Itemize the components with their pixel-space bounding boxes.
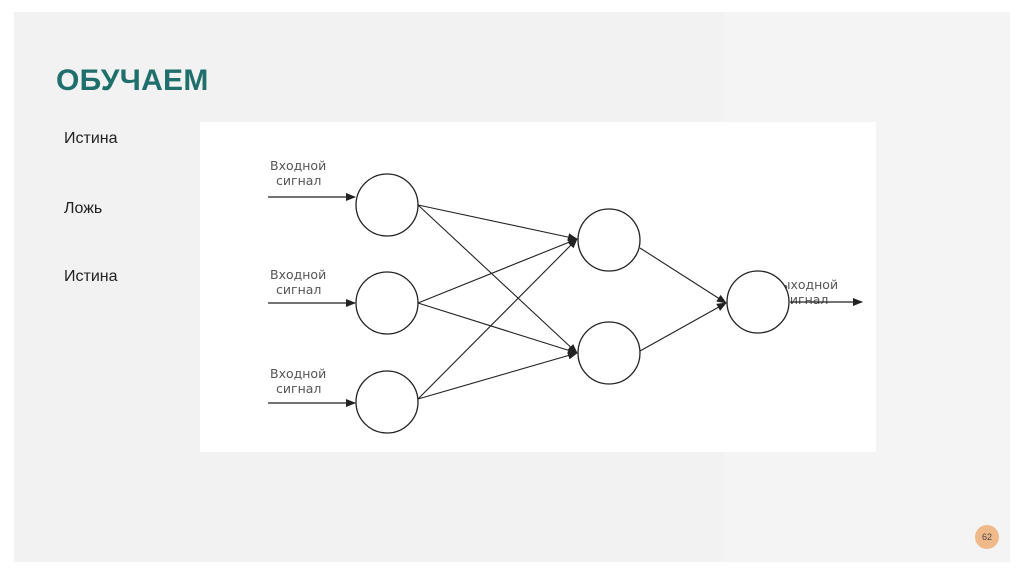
- edge-i1-h1: [417, 204, 578, 242]
- input-node-2: [355, 271, 419, 335]
- input-label-3-line2: сигнал: [276, 381, 321, 396]
- input-label-3-line1: Входной: [270, 366, 326, 381]
- output-label-line1: Выходной: [772, 277, 838, 292]
- slide-title: ОБУЧАЕМ: [56, 64, 209, 97]
- output-node: [726, 270, 790, 334]
- edge-i2-h2: [417, 302, 578, 355]
- bullet-2: Ложь: [64, 200, 103, 217]
- edge-i3-h2: [417, 351, 578, 400]
- slide: ОБУЧАЕМ Истина Ложь Истина Входной сигна…: [14, 12, 1010, 562]
- page-number-badge: 62: [975, 525, 999, 549]
- input-node-1: [355, 173, 419, 237]
- bullet-1: Истина: [64, 130, 118, 147]
- output-label-line2: сигнал: [783, 292, 828, 307]
- edge-i1-h2: [417, 204, 578, 354]
- edge-h2-o: [639, 302, 727, 352]
- hidden-node-2: [577, 321, 641, 385]
- input-node-3: [355, 370, 419, 434]
- input-label-1-line2: сигнал: [276, 173, 321, 188]
- edge-i3-h1: [417, 238, 578, 400]
- input-label-2-line1: Входной: [270, 267, 326, 282]
- input-label-2-line2: сигнал: [276, 282, 321, 297]
- edge-h1-o: [639, 247, 727, 304]
- edge-i2-h1: [417, 238, 578, 304]
- input-label-1-line1: Входной: [270, 158, 326, 173]
- hidden-node-1: [577, 208, 641, 272]
- neural-network-diagram: Входной сигнал Входной сигнал Входной си…: [200, 122, 876, 452]
- bullet-3: Истина: [64, 268, 118, 285]
